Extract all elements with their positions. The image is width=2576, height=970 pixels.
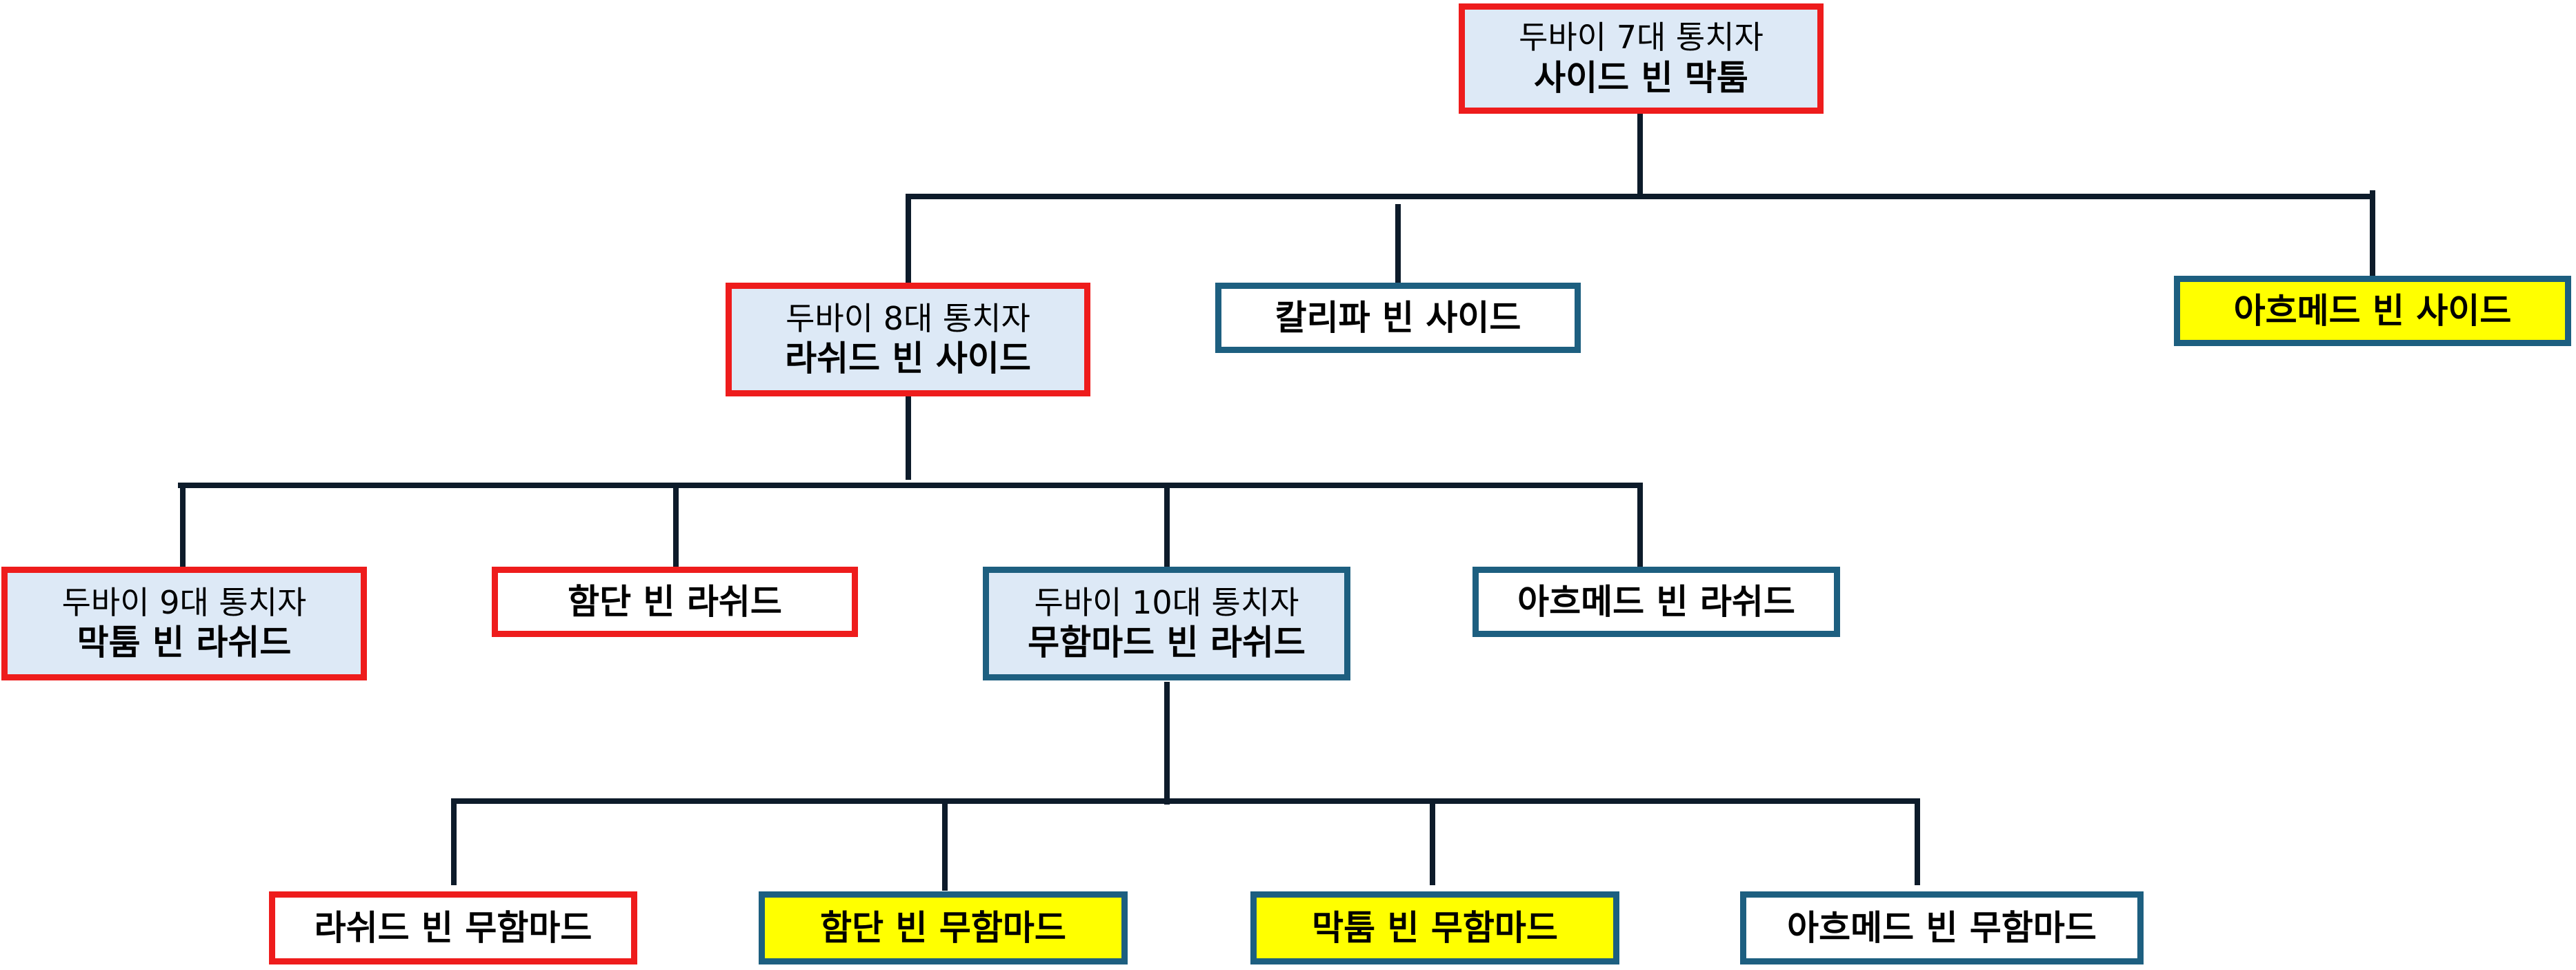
node-10th-ruler: 두바이 10대 통치자 무함마드 빈 라쉬드 [983,567,1350,680]
node-name: 무함마드 빈 라쉬드 [1028,623,1306,663]
node-hamdan-bin-rashid: 함단 빈 라쉬드 [492,567,858,637]
node-name: 아흐메드 빈 라쉬드 [1517,582,1795,622]
node-ahmed-bin-mohammed: 아흐메드 빈 무함마드 [1740,891,2144,964]
node-7th-ruler: 두바이 7대 통치자 사이드 빈 막툼 [1459,3,1824,114]
node-title: 두바이 10대 통치자 [1034,583,1299,621]
node-ahmed-bin-said: 아흐메드 빈 사이드 [2174,276,2571,346]
node-name: 막툼 빈 라쉬드 [77,623,292,663]
node-title: 두바이 7대 통치자 [1519,19,1764,57]
node-name: 함단 빈 무함마드 [820,908,1066,948]
node-8th-ruler: 두바이 8대 통치자 라쉬드 빈 사이드 [726,283,1090,396]
node-title: 두바이 8대 통치자 [786,299,1030,337]
node-rashid-bin-mohammed: 라쉬드 빈 무함마드 [269,891,637,964]
node-hamdan-bin-mohammed: 함단 빈 무함마드 [759,891,1128,964]
node-ahmed-bin-rashid: 아흐메드 빈 라쉬드 [1472,567,1840,637]
node-name: 막툼 빈 무함마드 [1312,908,1558,948]
node-khalifa-bin-said: 칼리파 빈 사이드 [1215,283,1581,353]
node-title: 두바이 9대 통치자 [61,583,307,621]
node-maktoum-bin-mohammed: 막툼 빈 무함마드 [1250,891,1619,964]
node-name: 칼리파 빈 사이드 [1275,298,1521,338]
node-name: 사이드 빈 막툼 [1534,57,1748,98]
node-name: 아흐메드 빈 무함마드 [1787,908,2097,948]
node-name: 라쉬드 빈 무함마드 [314,908,592,948]
node-name: 라쉬드 빈 사이드 [785,339,1031,379]
node-name: 함단 빈 라쉬드 [568,582,782,622]
node-9th-ruler: 두바이 9대 통치자 막툼 빈 라쉬드 [1,567,367,680]
node-name: 아흐메드 빈 사이드 [2233,291,2512,331]
